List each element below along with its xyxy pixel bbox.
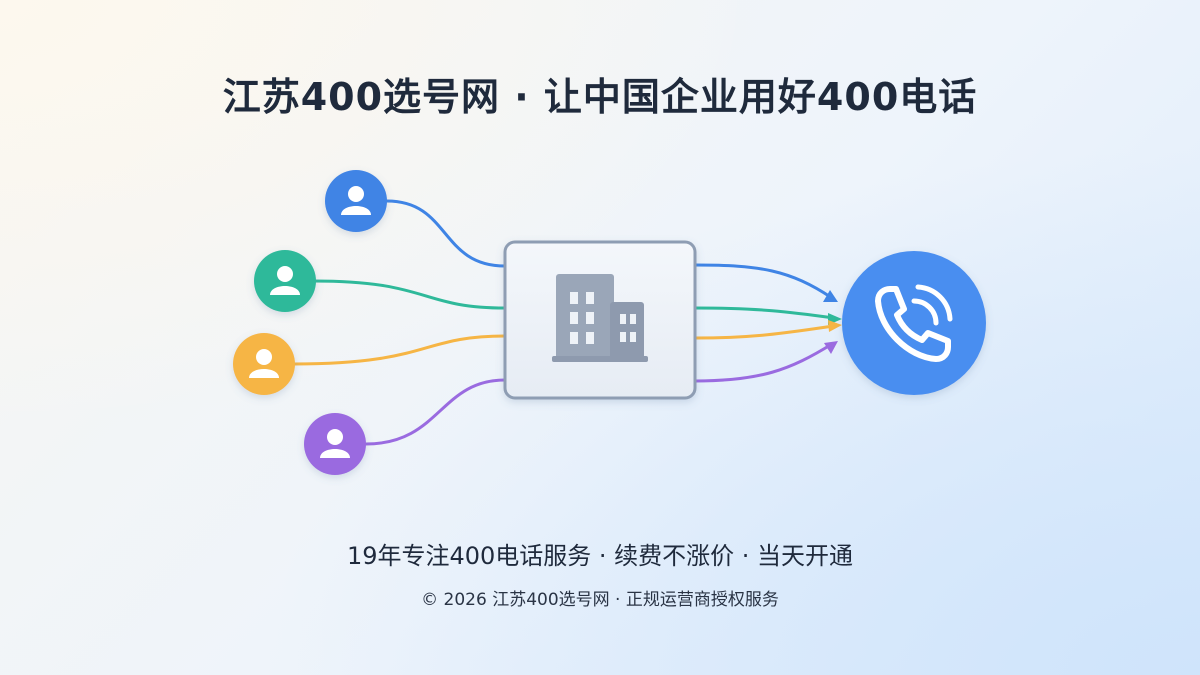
- person-icon: [320, 429, 350, 458]
- outgoing-line-3: [693, 324, 836, 340]
- arrow-head-4: [824, 341, 838, 354]
- outgoing-lines: [693, 263, 842, 383]
- caller-node-1: [325, 170, 387, 232]
- service-tagline: 19年专注400电话服务 · 续费不涨价 · 当天开通: [346, 542, 854, 570]
- outgoing-line-4: [693, 342, 834, 383]
- incoming-line-2: [312, 279, 507, 310]
- incoming-lines: [292, 199, 507, 446]
- person-icon: [249, 349, 279, 378]
- caller-node-3: [233, 333, 295, 395]
- building-icon: [552, 274, 648, 362]
- caller-node-4: [304, 413, 366, 475]
- incoming-line-1: [385, 199, 507, 268]
- incoming-line-3: [292, 334, 507, 366]
- outgoing-line-2: [693, 306, 836, 320]
- phone-icon: [875, 284, 953, 362]
- person-icon: [341, 186, 371, 215]
- copyright-text: © 2026 江苏400选号网 · 正规运营商授权服务: [421, 590, 779, 610]
- page-title: 江苏400选号网 · 让中国企业用好400电话: [222, 75, 978, 119]
- person-icon: [270, 266, 300, 295]
- phone-node: [842, 251, 986, 395]
- incoming-line-4: [364, 378, 507, 446]
- arrow-head-1: [823, 290, 838, 302]
- outgoing-line-1: [693, 263, 834, 300]
- hub-node: [503, 240, 697, 400]
- caller-node-2: [254, 250, 316, 312]
- arrow-head-3: [828, 320, 842, 332]
